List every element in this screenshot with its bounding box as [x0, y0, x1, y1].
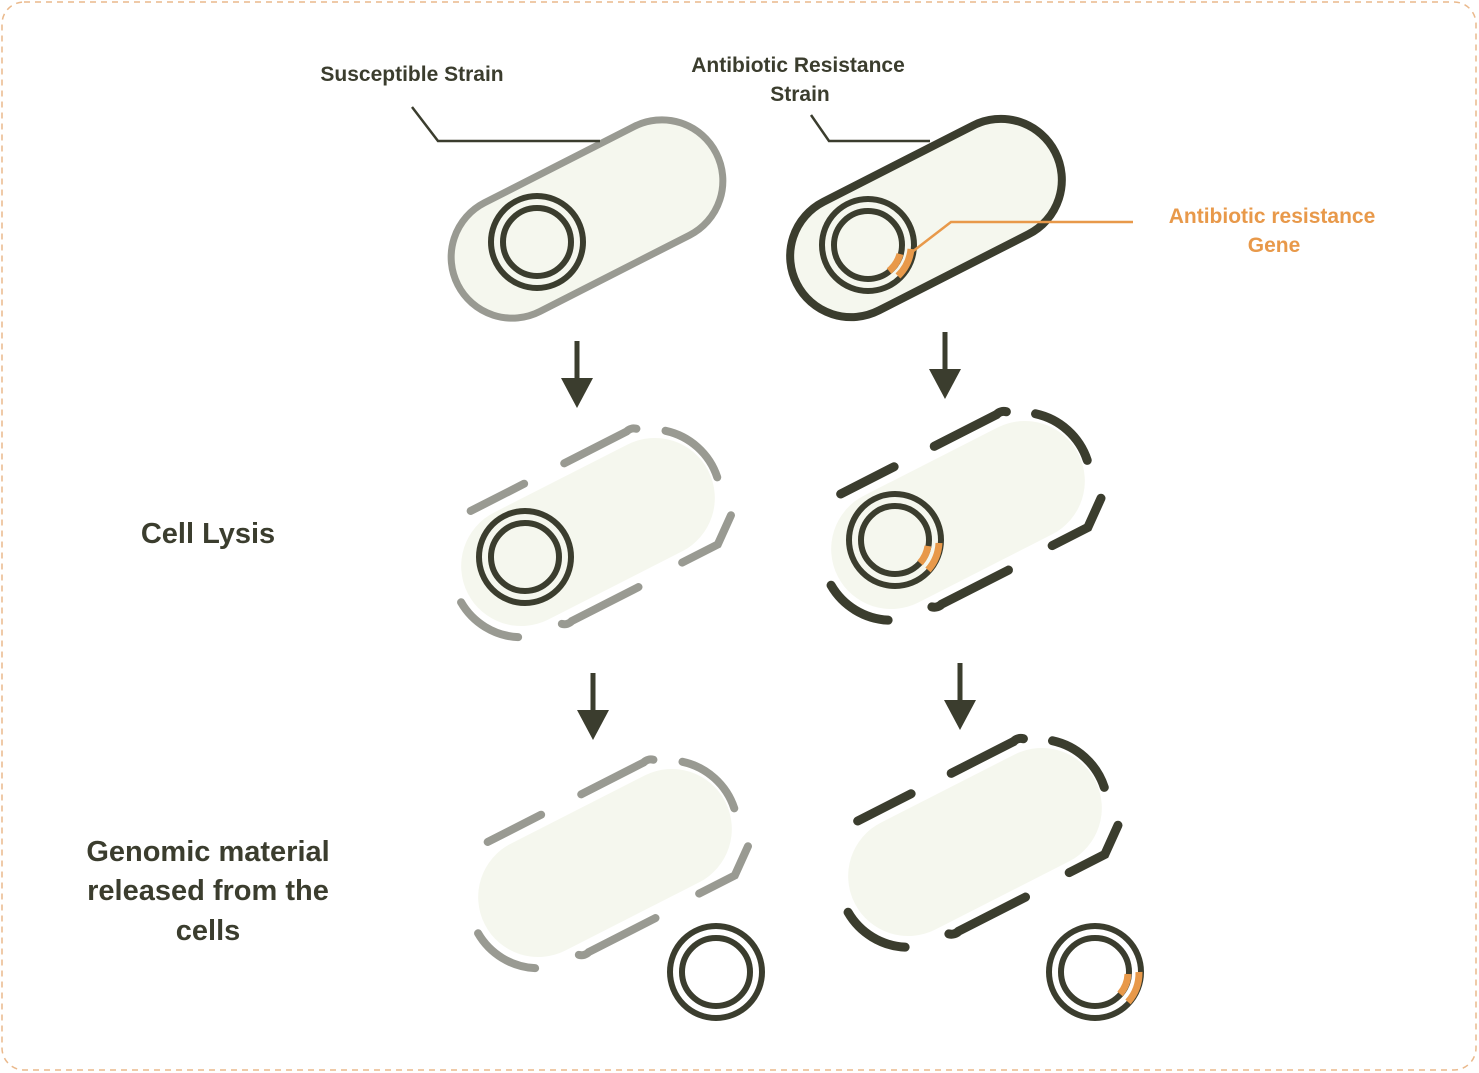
resistant-empty-cell	[843, 733, 1123, 952]
resistant-lysing-plasmid	[846, 491, 944, 589]
arrow-down-icon	[944, 663, 976, 730]
susceptible-lysing-cell	[457, 424, 735, 642]
susceptible-strain-label: Susceptible Strain	[320, 63, 503, 86]
genomic-label-line1: Genomic material	[86, 836, 329, 868]
susceptible-released-plasmid	[667, 923, 765, 1021]
susceptible-plasmid	[488, 193, 586, 291]
cell-lysis-label: Cell Lysis	[141, 518, 275, 550]
resistant-lysing-cell	[826, 406, 1106, 625]
arrow-down-icon	[561, 341, 593, 408]
gene-label-line1: Antibiotic resistance	[1169, 205, 1376, 228]
resistant-strain-label-line2: Strain	[770, 83, 830, 106]
resistant-leader-line	[809, 114, 930, 143]
resistant-cell	[786, 114, 1066, 322]
gene-leader-line	[911, 220, 1133, 253]
susceptible-lysing-plasmid	[476, 508, 574, 606]
arrow-down-icon	[929, 332, 961, 399]
arrow-down-icon	[577, 673, 609, 740]
genomic-label-line2: released from the	[87, 875, 329, 907]
susceptible-cell	[447, 116, 727, 322]
resistant-strain-label-line1: Antibiotic Resistance	[691, 54, 905, 77]
resistant-released-plasmid	[1046, 923, 1144, 1021]
gene-label-line2: Gene	[1248, 234, 1301, 257]
susceptible-leader-line	[411, 106, 600, 143]
susceptible-empty-cell	[474, 755, 752, 973]
genomic-label-line3: cells	[176, 915, 241, 947]
resistant-plasmid	[819, 196, 917, 294]
